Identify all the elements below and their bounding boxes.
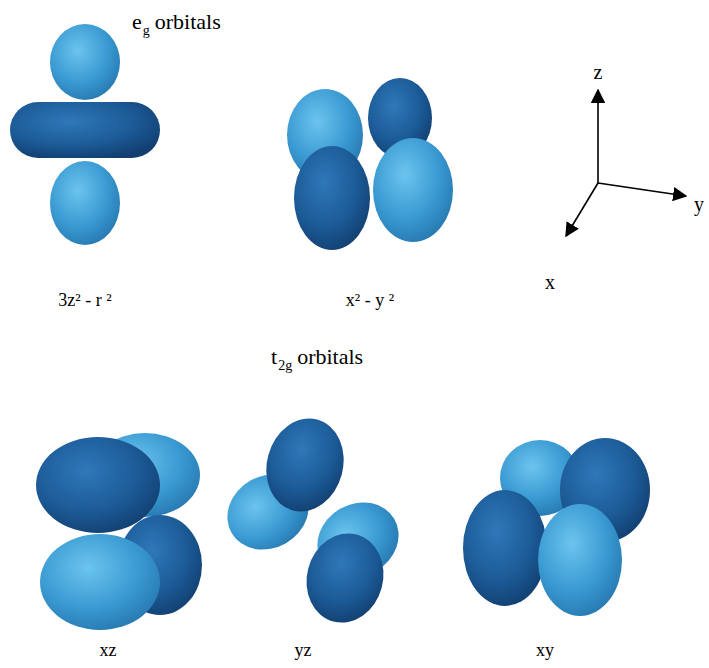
orbital-label: xy <box>536 641 554 659</box>
heading-subscript: 2g <box>278 359 292 373</box>
orbital-label: xz <box>100 641 117 659</box>
dxz-orbital <box>36 433 202 630</box>
heading-subscript: g <box>143 24 150 38</box>
heading: e <box>132 11 142 33</box>
heading: orbitals <box>155 11 221 33</box>
axis-label: y <box>694 194 704 214</box>
dyz-orbital <box>214 410 413 632</box>
heading: t <box>271 346 277 368</box>
axis-label: z <box>594 62 603 82</box>
orbital-label: 3z² - r ² <box>58 291 111 309</box>
dz2-orbital <box>10 24 160 245</box>
dxy-orbital <box>463 438 650 616</box>
heading: orbitals <box>297 346 363 368</box>
dx2y2-orbital <box>287 78 453 250</box>
axis-arrows <box>566 90 686 236</box>
orbital-label: x² - y ² <box>346 291 394 309</box>
axis-label: x <box>545 272 555 292</box>
orbital-label: yz <box>295 641 312 659</box>
